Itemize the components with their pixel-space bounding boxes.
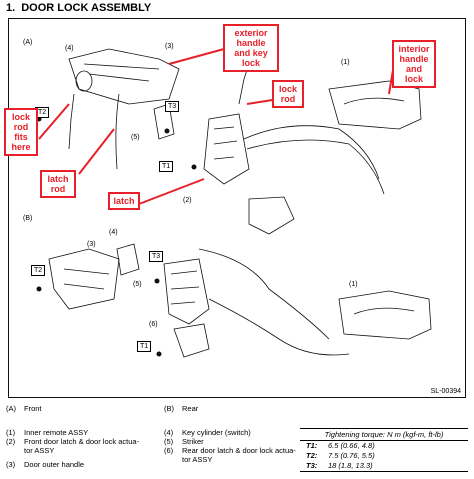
rear-latch-detail [170,270,200,305]
torque-tag-t1b: T1 [137,341,152,352]
legend-item-2-cont: tor ASSY [24,446,55,455]
callout-latch-rod: latch rod [40,170,76,198]
rear-latch-shape [163,258,210,325]
arrow-latch [138,178,205,205]
label-item-3b: (3) [87,241,96,248]
label-section-a: (A) [23,39,33,46]
torque-tag-t3b: T3 [149,251,164,262]
legend-item-4: (4)Key cylinder (switch) [164,428,251,437]
label-item-2a: (2) [183,197,192,204]
bolt-t2b [36,286,42,292]
cable-a1 [243,125,380,180]
arrow-lockrodfits [38,103,70,140]
inner-remote-detail [343,97,405,105]
callout-interior-handle: interior handle and lock [392,40,436,88]
inner-remote-shape [328,80,422,130]
outer-handle-detail [83,63,160,82]
arrow-exterior [168,48,225,65]
label-item-4b: (4) [109,229,118,236]
door-lock-drawing [36,48,432,358]
bolt-t3b [154,278,160,284]
legend-item-b: (B)Rear [164,404,199,413]
cable-b1 [198,248,330,340]
actuator-shape [248,196,295,235]
callout-lock-rod-fits: lock rod fits here [4,108,38,156]
rear-handle-shape [48,248,120,310]
title-text: DOOR LOCK ASSEMBLY [21,2,152,14]
outer-handle-shape [68,48,180,105]
callout-exterior-handle: exterior handle and key lock [223,24,279,72]
latch-rod-path [115,93,120,170]
legend-item-2: (2)Front door latch & door lock actua- [6,437,140,446]
torque-table: Tightening torque: N m (kgf-m, ft-lb) T1… [300,428,468,472]
torque-tag-t2b: T2 [31,265,46,276]
torque-tag-t1a: T1 [159,161,174,172]
bolt-t1a [191,164,197,170]
key-cylinder-shape [75,70,93,92]
legend-item-5: (5)Striker [164,437,204,446]
label-item-5b: (5) [133,281,142,288]
label-item-5a: (5) [131,134,140,141]
striker-shape [153,103,175,140]
arrow-latchrod [78,128,115,175]
figure-id: SL-00394 [430,388,461,395]
page-title: 1. DOOR LOCK ASSEMBLY [6,2,157,14]
rear-cylinder-shape [116,243,140,276]
bolt-t3a [164,128,170,134]
label-item-3a: (3) [165,43,174,50]
callout-lock-rod: lock rod [272,80,304,108]
inner-rod [68,93,75,150]
callout-latch: latch [108,192,140,210]
legend-item-6: (6)Rear door latch & door lock actua- [164,446,296,455]
torque-tag-t3a: T3 [165,101,180,112]
label-section-b: (B) [23,215,33,222]
bolt-t1b [156,351,162,357]
cable-a2 [246,139,385,195]
label-item-4a: (4) [65,45,74,52]
front-latch-detail [213,126,238,160]
rear-handle-detail [63,268,110,290]
legend-item-a: (A)Front [6,404,42,413]
cable-b2 [208,298,350,356]
label-item-6: (6) [149,321,158,328]
torque-row-t2: T2:7.5 (0.76, 5.5) [306,451,375,460]
front-latch-shape [203,113,250,185]
torque-row-t1: T1:6.5 (0.66, 4.8) [306,441,375,450]
legend-item-1: (1)Inner remote ASSY [6,428,89,437]
diagram-frame: (A) (B) (1) (1) (2) (3) (3) (4) (4) (5) … [8,18,466,398]
label-item-1b: (1) [349,281,358,288]
rear-remote-shape [338,290,432,340]
title-number: 1. [6,2,16,14]
legend-item-3: (3)Door outer handle [6,460,85,469]
label-item-1a: (1) [341,59,350,66]
rear-actuator-shape [173,323,210,358]
torque-row-t3: T3:18 (1.8, 13.3) [300,461,468,472]
legend-item-6-cont: tor ASSY [182,455,213,464]
rear-remote-detail [353,307,415,315]
torque-header: Tightening torque: N m (kgf-m, ft-lb) [300,428,468,441]
